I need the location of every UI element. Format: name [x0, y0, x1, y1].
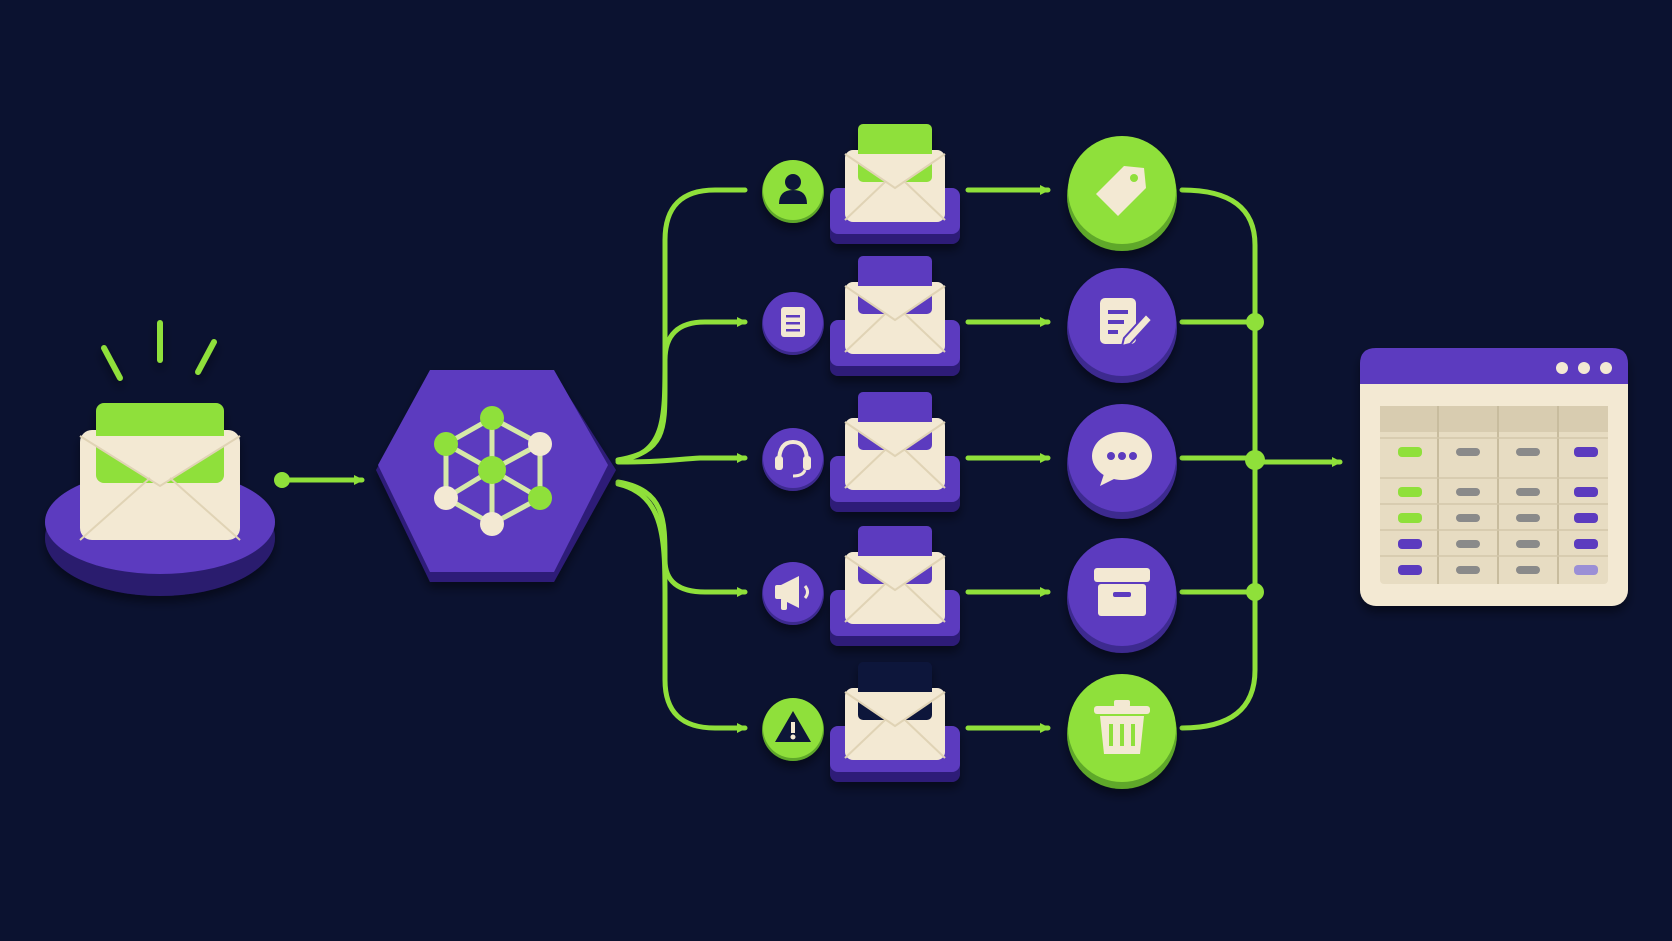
status-pill [1574, 539, 1598, 549]
status-pill [1574, 565, 1598, 575]
status-pill [1398, 539, 1422, 549]
table-grid [1380, 406, 1608, 584]
status-pill [1398, 565, 1422, 575]
cell-pill [1516, 540, 1540, 548]
envelope-icon [830, 256, 960, 376]
status-pill [1574, 447, 1598, 457]
branch-3 [615, 453, 748, 465]
category-row [762, 124, 1177, 251]
document-icon [762, 292, 824, 355]
cell-pill [1456, 514, 1480, 522]
envelope-icon [830, 392, 960, 512]
archive-box-icon [1067, 538, 1177, 653]
branch-5 [615, 481, 748, 733]
junction-dot [1246, 313, 1264, 331]
table-window-icon [1360, 348, 1628, 606]
status-pill [1398, 447, 1422, 457]
incoming-mail-icon [45, 320, 275, 596]
branch-2 [615, 317, 748, 463]
connectors [274, 185, 1343, 733]
cell-pill [1516, 488, 1540, 496]
cell-pill [1456, 540, 1480, 548]
trash-icon [1067, 674, 1177, 789]
envelope-icon [830, 662, 960, 782]
edit-document-icon [1067, 268, 1177, 383]
envelope-icon [830, 124, 960, 244]
chat-bubble-icon [1067, 404, 1177, 519]
junction-dot [1245, 450, 1265, 470]
cell-pill [1516, 566, 1540, 574]
start-dot [274, 472, 290, 488]
category-row [762, 662, 1177, 789]
category-rows [762, 124, 1177, 789]
status-pill [1574, 487, 1598, 497]
branch-4 [615, 479, 748, 597]
envelope-icon [830, 526, 960, 646]
cell-pill [1516, 448, 1540, 456]
megaphone-icon [762, 562, 824, 625]
category-row [762, 392, 1177, 519]
cell-pill [1456, 566, 1480, 574]
headset-icon [762, 428, 824, 491]
cell-pill [1456, 448, 1480, 456]
category-row [762, 256, 1177, 383]
person-icon [762, 160, 824, 223]
tag-icon [1067, 136, 1177, 251]
warning-icon [762, 698, 824, 761]
status-pill [1574, 513, 1598, 523]
status-pill [1398, 513, 1422, 523]
cell-pill [1516, 514, 1540, 522]
cell-pill [1456, 488, 1480, 496]
classifier-node [376, 370, 616, 582]
status-pill [1398, 487, 1422, 497]
category-row [762, 526, 1177, 653]
junction-dot [1246, 583, 1264, 601]
